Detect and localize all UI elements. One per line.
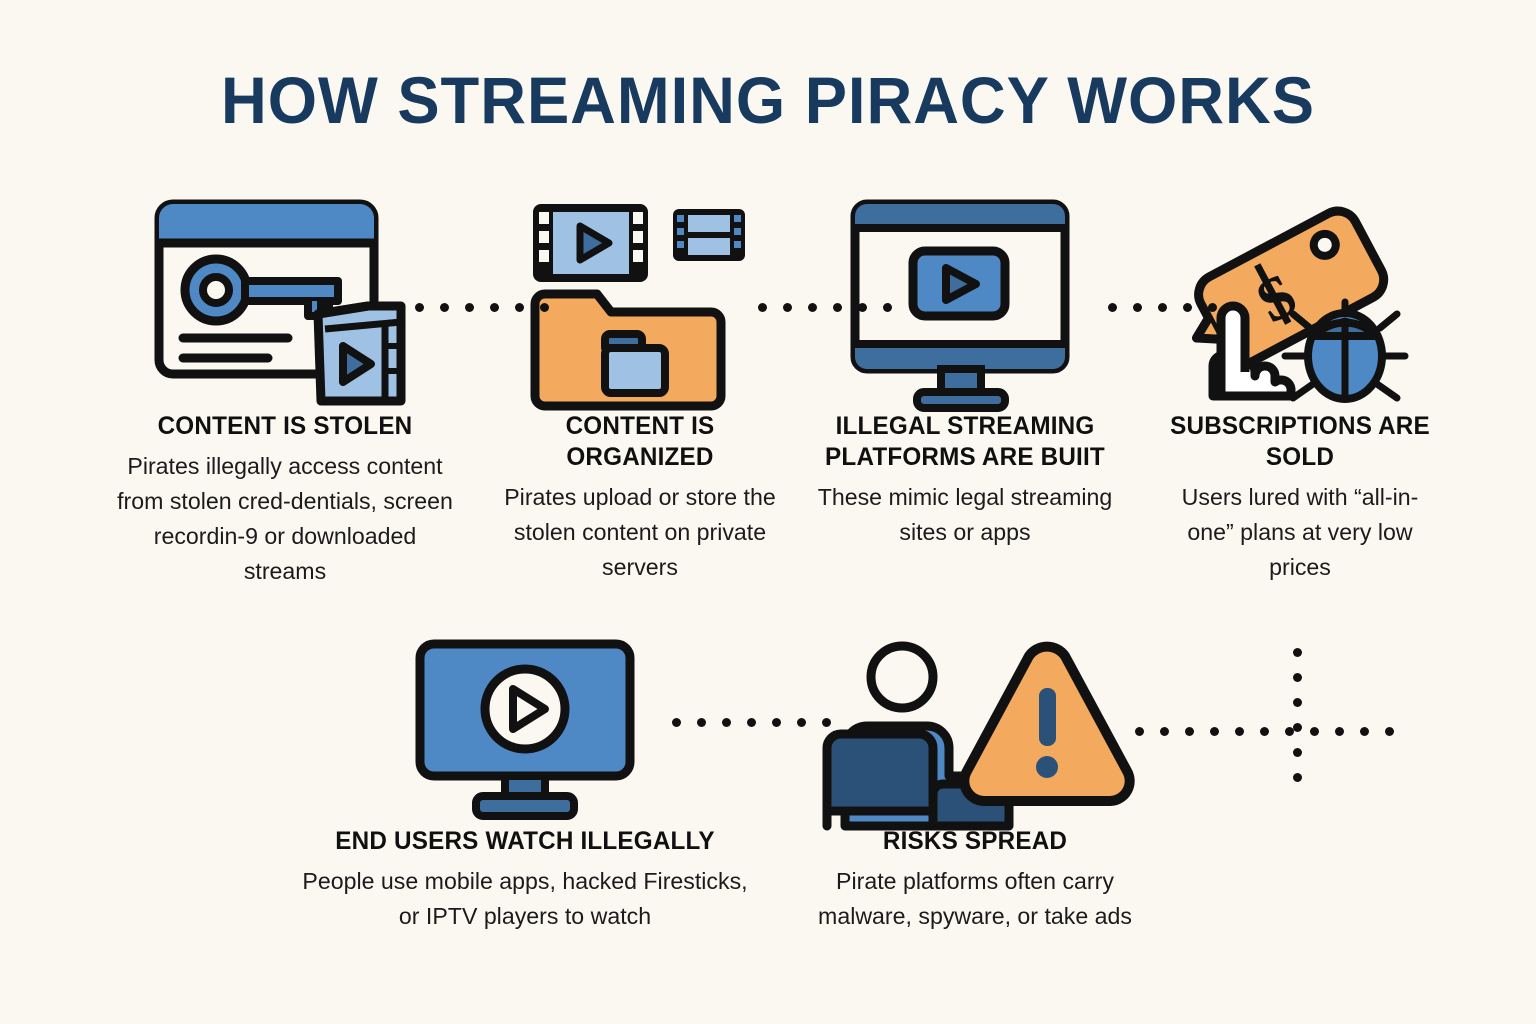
connector-dot [1360,727,1369,736]
connector-dot [540,303,549,312]
step-description: Pirates upload or store the stolen conte… [504,484,776,580]
connector-dot [747,718,756,727]
connector-dot [697,718,706,727]
page-title: HOW STREAMING PIRACY WORKS [221,63,1315,137]
step-title: CONTENT IS STOLEN [157,412,413,440]
connector-dot [1335,727,1344,736]
connector-dot [1185,727,1194,736]
monitor-play-icon [843,196,1088,412]
connector-dot [1293,698,1302,707]
step-description: Pirates illegally access content from st… [117,453,453,584]
step-title: RISKS SPREAD [882,827,1068,855]
step-description: People use mobile apps, hacked Firestick… [302,868,748,929]
connector-dot [465,303,474,312]
connector-dot [1260,727,1269,736]
step-description: Pirate platforms often carry malware, sp… [818,868,1132,929]
connector-dot [672,718,681,727]
connector-dot [1183,303,1192,312]
connector-step1-step2 [415,303,549,312]
step-title: CONTENT IS ORGANIZED [565,412,715,471]
connector-dot [1133,303,1142,312]
step-risks-spread: RISKS SPREAD Pirate platforms often carr… [790,636,1160,934]
connector-dot [1160,727,1169,736]
connector-dot [1293,723,1302,732]
step-subscriptions-are-sold: S SUBSCRIPTIONS ARE SOLD [1165,196,1435,585]
connector-dot [808,303,817,312]
connector-step5-step6 [672,718,831,727]
connector-dot [822,718,831,727]
step-description: These mimic legal streaming sites or app… [817,484,1113,545]
monitor-play-filled-icon [410,636,640,826]
price-tag-cursor-bug-icon: S [1185,196,1415,411]
connector-dot [440,303,449,312]
step-description: Users lured with “all-in-one” plans at v… [1181,484,1419,580]
connector-dot [1293,673,1302,682]
step-content-is-stolen: CONTENT IS STOLEN Pirates illegally acce… [110,196,460,589]
step-end-users-watch-illegally: END USERS WATCH ILLEGALLY People use mob… [290,636,760,934]
connector-dot [1310,727,1319,736]
connector-dot [490,303,499,312]
connector-dot [1108,303,1117,312]
connector-step3-step4 [1108,303,1217,312]
connector-dot [515,303,524,312]
connector-dot [1293,748,1302,757]
step-illegal-streaming-platforms: ILLEGAL STREAMING PLATFORMS ARE BUIIT Th… [800,196,1130,550]
connector-dot [1385,727,1394,736]
browser-key-film-icon [153,196,418,411]
person-warning-icon [815,636,1135,831]
connector-dot [1208,303,1217,312]
connector-dot [1158,303,1167,312]
connector-dot [1293,648,1302,657]
connector-dot [758,303,767,312]
connector-dot [858,303,867,312]
connector-step4-step5-horizontal [1135,727,1394,736]
step-title: ILLEGAL STREAMING PLATFORMS ARE BUIIT [825,412,1105,471]
connector-dot [1235,727,1244,736]
connector-dot [415,303,424,312]
connector-dot [1293,773,1302,782]
connector-dot [797,718,806,727]
connector-dot [1210,727,1219,736]
step-title: END USERS WATCH ILLEGALLY [335,827,715,855]
step-content-is-organized: CONTENT IS ORGANIZED Pirates upload or s… [490,196,790,585]
connector-dot [783,303,792,312]
connector-step2-step3 [758,303,892,312]
connector-dot [722,718,731,727]
connector-dot [1285,727,1294,736]
folder-filmstrip-icon [525,196,755,411]
connector-step4-step5-vertical [1293,648,1302,782]
step-title: SUBSCRIPTIONS ARE SOLD [1170,412,1430,471]
connector-dot [883,303,892,312]
connector-dot [772,718,781,727]
connector-dot [1135,727,1144,736]
connector-dot [833,303,842,312]
